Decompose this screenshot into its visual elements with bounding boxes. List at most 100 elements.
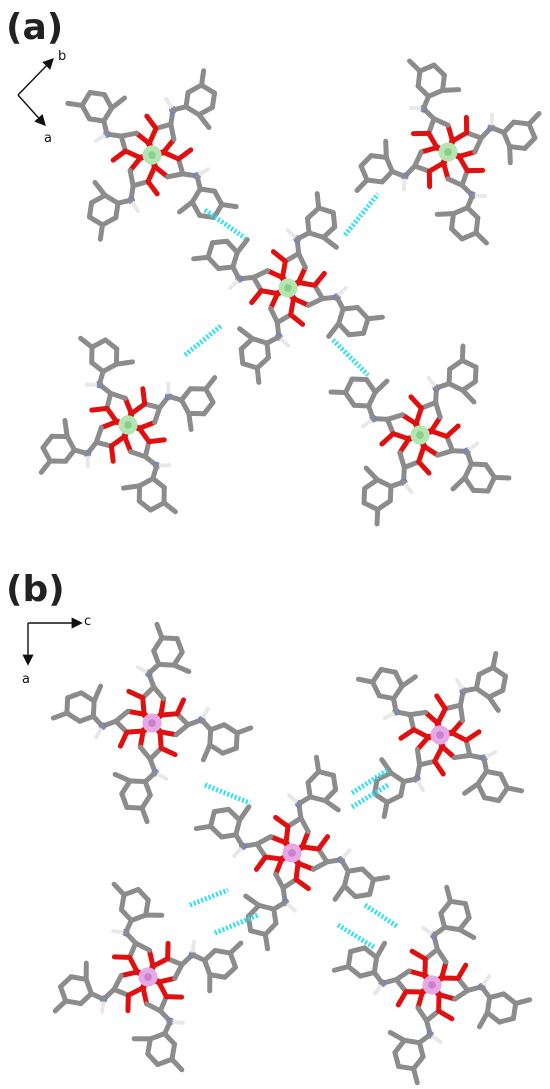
- hydrogen-bond: [350, 782, 390, 810]
- bond: [262, 854, 284, 862]
- bond: [92, 179, 108, 198]
- bond: [407, 709, 429, 718]
- bond: [101, 92, 115, 111]
- bond: [384, 416, 396, 437]
- bond: [120, 483, 143, 491]
- hydrogen-bond: [331, 338, 370, 377]
- metal-complex: [52, 881, 244, 1073]
- bond: [221, 722, 240, 736]
- bond: [361, 500, 381, 513]
- bond: [153, 121, 174, 131]
- bond: [296, 861, 316, 872]
- bond: [127, 168, 136, 189]
- crystal-packing-view-a: ba: [17, 49, 542, 527]
- bond: [128, 449, 148, 460]
- bond: [227, 940, 244, 956]
- bond: [444, 884, 453, 904]
- axis-label: b: [58, 49, 66, 64]
- bond: [273, 857, 284, 877]
- bond: [452, 987, 471, 1002]
- bond: [490, 650, 499, 671]
- metal-atom-core: [444, 148, 452, 156]
- bond: [414, 746, 423, 768]
- bond: [379, 757, 394, 776]
- bond: [65, 100, 85, 108]
- bond: [101, 105, 115, 124]
- bond: [139, 792, 153, 811]
- bond: [237, 326, 255, 342]
- bond: [449, 718, 466, 735]
- bond: [345, 964, 363, 979]
- bond: [124, 804, 145, 811]
- bond: [316, 769, 336, 778]
- bond: [139, 805, 150, 825]
- bond: [104, 405, 119, 424]
- bond: [93, 439, 114, 449]
- bond: [426, 116, 437, 136]
- metal-complex: [65, 68, 239, 242]
- bond: [312, 270, 327, 288]
- bond: [475, 781, 488, 801]
- bond: [262, 920, 279, 937]
- bond: [127, 954, 140, 974]
- bond: [341, 883, 358, 900]
- bond: [366, 389, 378, 409]
- bond: [89, 337, 108, 350]
- bond: [185, 82, 205, 95]
- bond: [341, 868, 351, 889]
- bond: [89, 405, 110, 413]
- bond: [137, 419, 158, 431]
- bond: [442, 702, 463, 712]
- bond: [370, 666, 384, 685]
- bond: [89, 192, 108, 206]
- bond: [130, 179, 151, 189]
- bond: [264, 268, 284, 280]
- bond: [200, 742, 213, 763]
- bond: [444, 433, 456, 454]
- bond: [434, 211, 456, 217]
- bond: [238, 336, 255, 352]
- bond: [191, 254, 211, 262]
- bond: [408, 394, 424, 411]
- bond: [484, 1010, 502, 1025]
- bond: [314, 191, 322, 211]
- bond: [440, 87, 462, 93]
- bond: [321, 224, 338, 240]
- bond: [409, 948, 428, 962]
- bond: [254, 365, 262, 385]
- bond: [435, 706, 448, 725]
- bond: [280, 258, 288, 279]
- bond: [144, 113, 159, 131]
- hydrogen-bond: [350, 767, 390, 796]
- bond: [126, 688, 146, 701]
- bond: [111, 986, 131, 998]
- bond: [511, 119, 532, 127]
- bond: [450, 730, 469, 743]
- bond: [501, 991, 519, 1006]
- bond: [118, 892, 127, 913]
- bond: [422, 444, 441, 458]
- bond: [249, 288, 264, 306]
- bond: [462, 781, 481, 796]
- metal-atom-core: [124, 421, 132, 429]
- bond: [310, 859, 330, 872]
- bond: [205, 254, 221, 271]
- bond: [297, 280, 318, 288]
- metal-atom-core: [428, 981, 436, 989]
- bond: [501, 130, 513, 150]
- bond: [199, 68, 207, 88]
- bond: [388, 770, 407, 784]
- bond: [332, 883, 347, 902]
- bond: [153, 164, 171, 180]
- bond: [321, 234, 339, 250]
- axis-arrow: [17, 94, 46, 127]
- bond: [248, 928, 268, 937]
- bond: [418, 399, 439, 411]
- bond: [169, 1041, 178, 1062]
- bond: [435, 448, 456, 458]
- hydrogen-bond: [189, 887, 229, 908]
- metal-complex: [328, 343, 512, 527]
- bond: [161, 136, 177, 154]
- bond: [176, 147, 194, 162]
- bond: [462, 461, 474, 481]
